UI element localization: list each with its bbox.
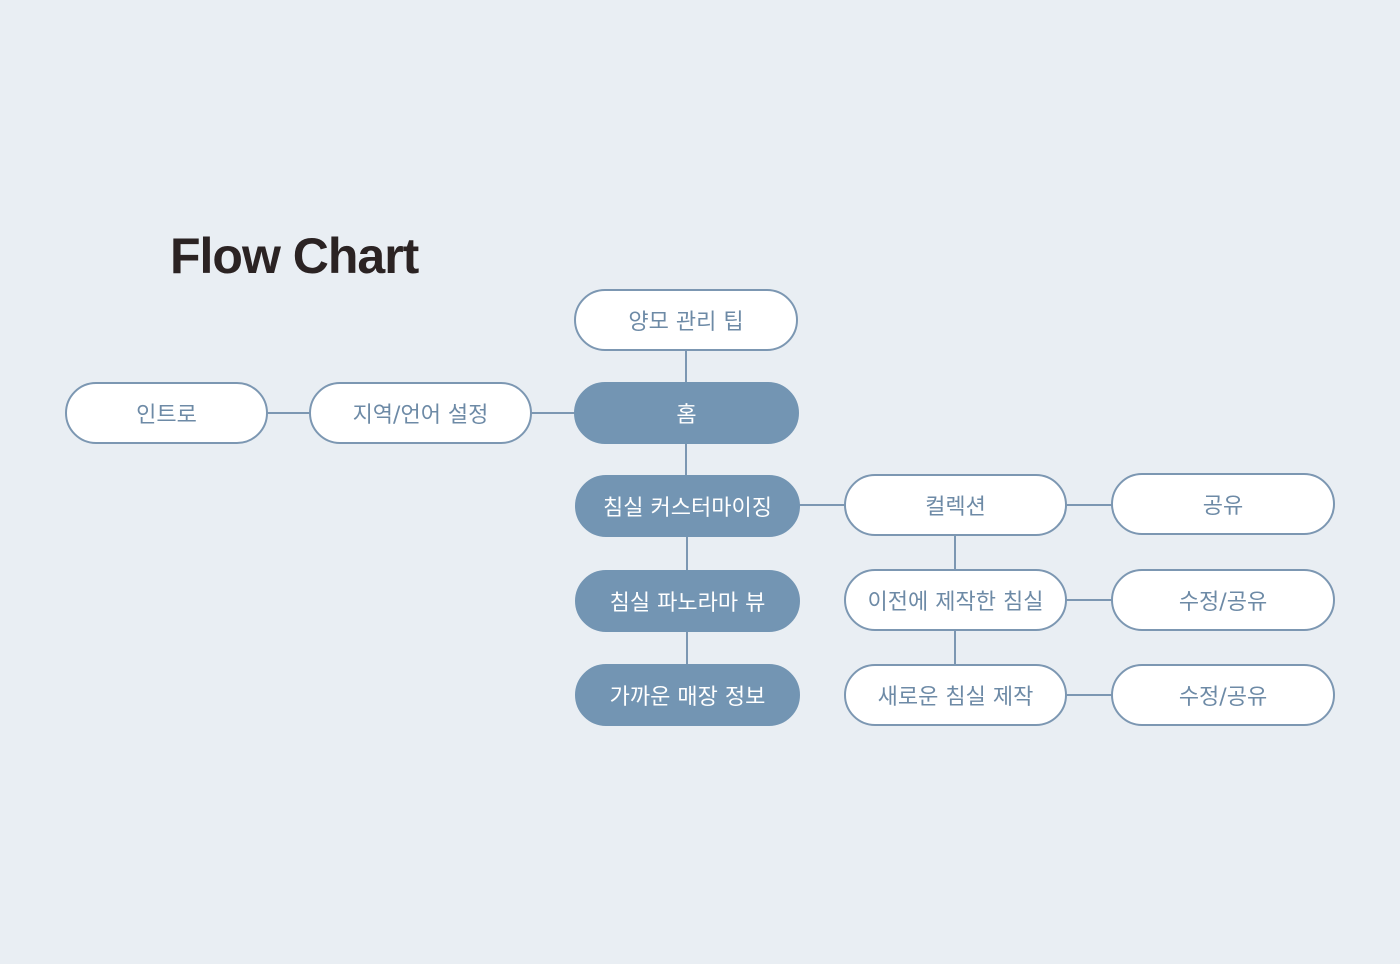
node-previous-bedrooms[interactable]: 이전에 제작한 침실 [844, 569, 1067, 631]
node-intro-label: 인트로 [136, 403, 197, 428]
node-bedroom-customizing[interactable]: 침실 커스터마이징 [575, 475, 800, 537]
node-bedroom-panorama[interactable]: 침실 파노라마 뷰 [575, 570, 800, 632]
node-bedroom-customizing-label: 침실 커스터마이징 [603, 496, 772, 521]
node-edit-share-1[interactable]: 수정/공유 [1111, 569, 1335, 631]
node-nearby-stores[interactable]: 가까운 매장 정보 [575, 664, 800, 726]
node-home-label: 홈 [676, 403, 697, 428]
page-title: Flow Chart [170, 228, 419, 284]
node-edit-share-2[interactable]: 수정/공유 [1111, 664, 1335, 726]
node-edit-share-2-label: 수정/공유 [1178, 685, 1268, 710]
node-share[interactable]: 공유 [1111, 473, 1335, 535]
node-region-language-label: 지역/언어 설정 [352, 403, 489, 428]
node-collection-label: 컬렉션 [925, 495, 986, 520]
node-share-label: 공유 [1202, 494, 1244, 519]
node-bedroom-panorama-label: 침실 파노라마 뷰 [609, 591, 766, 616]
node-home[interactable]: 홈 [574, 382, 799, 444]
node-hair-care-tips[interactable]: 양모 관리 팁 [574, 289, 798, 351]
node-hair-care-tips-label: 양모 관리 팁 [628, 310, 744, 335]
node-intro[interactable]: 인트로 [65, 382, 268, 444]
node-nearby-stores-label: 가까운 매장 정보 [609, 685, 766, 710]
node-new-bedroom[interactable]: 새로운 침실 제작 [844, 664, 1067, 726]
node-region-language[interactable]: 지역/언어 설정 [309, 382, 532, 444]
node-previous-bedrooms-label: 이전에 제작한 침실 [867, 590, 1044, 615]
node-new-bedroom-label: 새로운 침실 제작 [877, 685, 1034, 710]
node-collection[interactable]: 컬렉션 [844, 474, 1067, 536]
node-edit-share-1-label: 수정/공유 [1178, 590, 1268, 615]
